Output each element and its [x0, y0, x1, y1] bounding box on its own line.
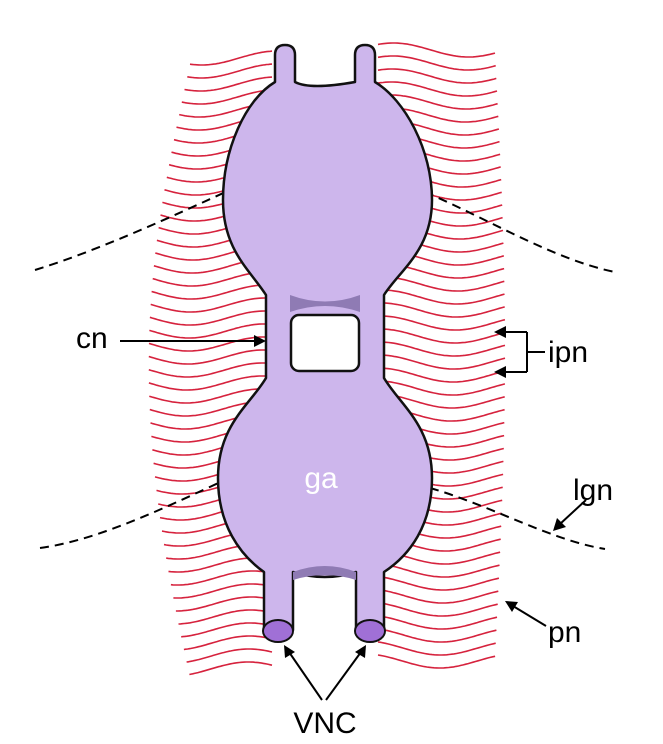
nerve-fiber-right — [377, 302, 505, 318]
nerve-fiber-left — [181, 89, 272, 105]
lateral-dashed-curve-lower-left — [39, 479, 226, 549]
nerve-fiber-left — [170, 570, 273, 586]
nerve-fiber-left — [189, 661, 273, 676]
vnc-arrowhead-left — [284, 645, 295, 658]
nerve-fiber-right — [377, 380, 506, 396]
lgn-arrow-line — [559, 499, 587, 525]
lateral-dashed-curve-lower-right — [429, 487, 606, 550]
nerve-fiber-left — [173, 583, 273, 599]
nerve-fiber-left — [181, 622, 273, 638]
ipn-label: ipn — [548, 336, 588, 369]
nerve-fiber-right — [378, 328, 506, 344]
nerve-fiber-right — [377, 641, 496, 656]
vnc-end-right — [354, 619, 386, 643]
nerve-fiber-left — [148, 362, 273, 378]
lgn-label: lgn — [573, 474, 613, 507]
nerve-fiber-right — [377, 575, 500, 591]
cn-arrowhead — [254, 335, 266, 347]
nerve-fiber-right — [377, 42, 496, 58]
nerve-fiber-left — [175, 596, 273, 612]
vnc-arrow-left — [288, 651, 323, 701]
nerve-fiber-left — [149, 388, 273, 404]
vnc-arrowhead-right — [355, 645, 366, 658]
vnc-label: VNC — [293, 707, 356, 740]
nerve-fiber-right — [377, 562, 500, 578]
nerve-fiber-left — [149, 310, 273, 326]
connective-hole — [289, 313, 361, 373]
nerve-fiber-right — [377, 601, 498, 617]
nerve-fiber-right — [377, 289, 505, 305]
nerve-fiber-right — [377, 628, 497, 643]
ganglion — [216, 43, 434, 643]
pn-label: pn — [548, 616, 581, 649]
nerve-fiber-right — [378, 315, 506, 331]
vnc-arrow-right — [325, 651, 362, 701]
nerve-fiber-right — [377, 654, 496, 669]
vnc-end-left — [262, 619, 294, 643]
nerve-fiber-right — [377, 68, 497, 84]
nerve-fiber-left — [151, 284, 273, 300]
nerve-fiber-left — [183, 635, 273, 651]
nerve-fiber-left — [186, 648, 273, 663]
nerve-fiber-left — [178, 609, 273, 625]
commissure-shadow-upper — [290, 295, 360, 312]
nerve-fiber-left — [184, 76, 273, 92]
nerve-fiber-right — [377, 81, 498, 97]
lateral-dashed-curve-upper-left — [34, 189, 231, 271]
nerve-fiber-right — [377, 615, 498, 630]
lateral-dashed-curve-upper-right — [424, 191, 616, 273]
cn-label: cn — [76, 322, 108, 355]
nerve-fiber-right — [377, 55, 496, 71]
nerve-fiber-right — [377, 588, 499, 604]
nerve-fiber-right — [378, 367, 506, 383]
lgn-arrowhead — [553, 518, 566, 531]
pn-arrowhead — [505, 601, 518, 612]
nerve-fiber-right — [377, 276, 505, 292]
nerve-fiber-left — [148, 349, 273, 365]
pn-arrow-line — [512, 605, 547, 627]
nerve-fiber-right — [378, 341, 506, 357]
nerve-fiber-right — [378, 354, 506, 370]
nerve-fiber-left — [189, 50, 273, 66]
nerve-fiber-left — [148, 375, 273, 391]
nerve-fiber-left — [150, 297, 273, 313]
ga-label: ga — [304, 462, 338, 495]
ipn-bracket — [494, 326, 545, 378]
commissure-shadow-lower — [293, 566, 356, 580]
nerve-fiber-left — [187, 63, 273, 79]
nerve-fiber-right — [377, 94, 498, 110]
nerve-fiber-left — [149, 323, 273, 339]
nerve-fiber-left — [148, 336, 273, 352]
